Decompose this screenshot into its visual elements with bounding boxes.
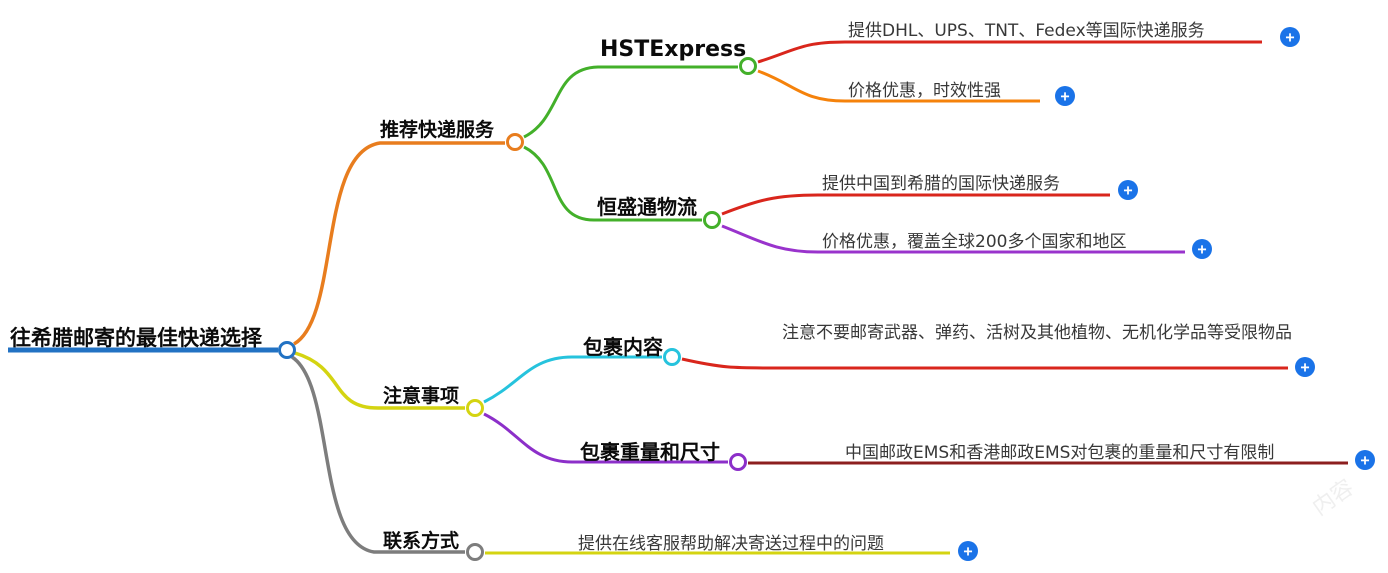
hengshengtong-node-dot[interactable] [703, 211, 721, 229]
leaf-restricted-items-label[interactable]: 注意不要邮寄武器、弹药、活树及其他植物、无机化学品等受限物品 [782, 323, 1292, 343]
connector-hengshengtong-leaf2 [721, 224, 1185, 254]
connector-services-hengshengtong [523, 145, 702, 222]
expand-icon[interactable]: + [1192, 239, 1212, 259]
connector-root-contact [290, 355, 465, 554]
weight-size-node-dot[interactable] [729, 453, 747, 471]
leaf-hstexpress-intl-label[interactable]: 提供DHL、UPS、TNT、Fedex等国际快递服务 [848, 21, 1205, 41]
root-node-label[interactable]: 往希腊邮寄的最佳快递选择 [10, 326, 262, 350]
connector-notes-contents [483, 355, 662, 404]
expand-icon[interactable]: + [1295, 357, 1315, 377]
node-weight-size-label[interactable]: 包裹重量和尺寸 [580, 440, 720, 464]
connector-root-notes [294, 351, 465, 410]
leaf-online-support-label[interactable]: 提供在线客服帮助解决寄送过程中的问题 [578, 534, 884, 554]
connector-hengshengtong-leaf1 [721, 193, 1110, 216]
root-node-dot[interactable] [278, 341, 296, 359]
connector-services-hstexpress [523, 65, 738, 139]
connector-notes-weight [483, 412, 728, 464]
services-node-dot[interactable] [506, 133, 524, 151]
expand-icon[interactable]: + [1118, 180, 1138, 200]
node-hengshengtong-label[interactable]: 恒盛通物流 [597, 195, 697, 219]
branch-services-label[interactable]: 推荐快递服务 [380, 119, 495, 141]
hstexpress-node-dot[interactable] [739, 57, 757, 75]
contact-node-dot[interactable] [466, 543, 484, 561]
leaf-hengshengtong-service-label[interactable]: 提供中国到希腊的国际快递服务 [822, 174, 1060, 194]
expand-icon[interactable]: + [958, 541, 978, 561]
expand-icon[interactable]: + [1055, 86, 1075, 106]
branch-notes-label[interactable]: 注意事项 [383, 385, 460, 407]
expand-icon[interactable]: + [1355, 450, 1375, 470]
notes-node-dot[interactable] [466, 399, 484, 417]
node-hstexpress-label[interactable]: HSTExpress [600, 37, 747, 62]
branch-contact-label[interactable]: 联系方式 [383, 530, 460, 552]
contents-node-dot[interactable] [663, 348, 681, 366]
node-contents-label[interactable]: 包裹内容 [583, 335, 663, 359]
connector-contents-leaf [681, 357, 1288, 370]
expand-icon[interactable]: + [1280, 27, 1300, 47]
leaf-ems-limit-label[interactable]: 中国邮政EMS和香港邮政EMS对包裹的重量和尺寸有限制 [845, 443, 1275, 463]
leaf-hstexpress-price-label[interactable]: 价格优惠，时效性强 [848, 81, 1001, 101]
leaf-hengshengtong-coverage-label[interactable]: 价格优惠，覆盖全球200多个国家和地区 [822, 232, 1127, 252]
connector-hstexpress-leaf2 [757, 69, 1040, 103]
connector-root-services [293, 141, 505, 346]
connector-hstexpress-leaf1 [757, 40, 1262, 64]
